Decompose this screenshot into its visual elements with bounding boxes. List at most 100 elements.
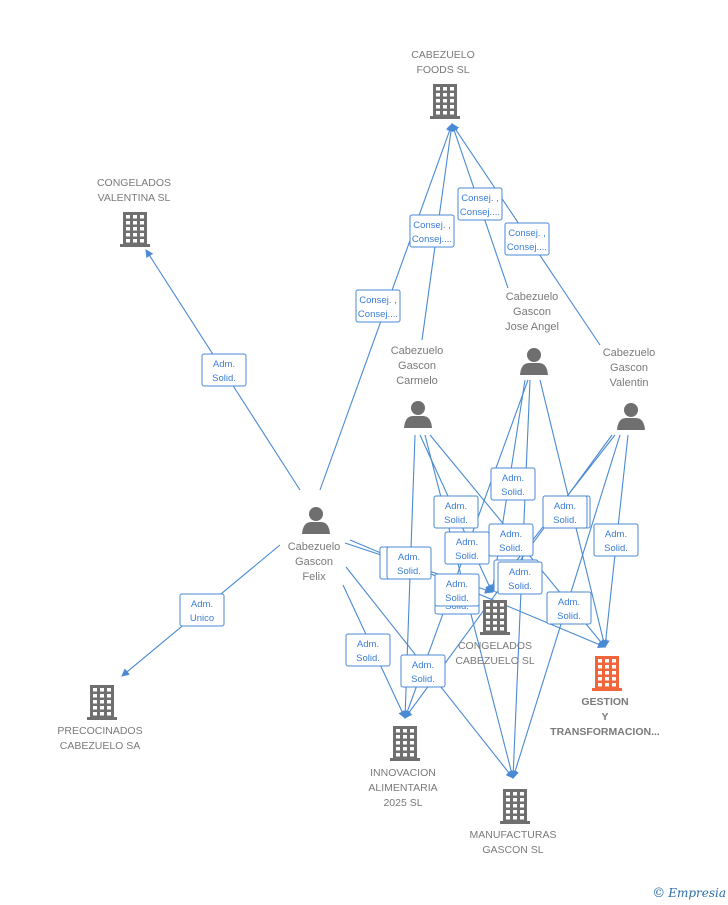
edge-label[interactable]: Adm. Solid. bbox=[434, 573, 480, 607]
node-label: GESTION bbox=[581, 696, 628, 708]
node-congelados-cabezuelo[interactable]: CONGELADOS CABEZUELO SL bbox=[455, 600, 535, 667]
node-label: Valentin bbox=[610, 377, 649, 389]
edge-label-text: Adm. bbox=[558, 597, 580, 608]
copyright-icon: © bbox=[652, 886, 666, 901]
edge-label[interactable]: Adm. Solid. bbox=[386, 546, 432, 580]
node-label: PRECOCINADOS bbox=[57, 725, 142, 737]
edge-label-text: Adm. bbox=[502, 473, 524, 484]
edge-label-text: Adm. bbox=[500, 529, 522, 540]
person-icon bbox=[302, 507, 330, 534]
edges-layer bbox=[121, 123, 629, 779]
node-label: GASCON SL bbox=[482, 844, 543, 856]
edge-label-text: Consej. , bbox=[461, 193, 499, 204]
node-label: Gascon bbox=[295, 556, 333, 568]
node-gestion[interactable]: GESTIONYTRANSFORMACION... bbox=[550, 656, 660, 738]
edge-label-text: Consej. , bbox=[413, 220, 451, 231]
edge-label-text: Consej.... bbox=[358, 309, 398, 320]
node-label: CONGELADOS bbox=[97, 177, 171, 189]
brand-name: Empresia bbox=[668, 886, 726, 900]
edge-label-text: Solid. bbox=[499, 543, 523, 554]
node-label: FOODS SL bbox=[416, 64, 469, 76]
edge-label[interactable]: Consej. , Consej.... bbox=[504, 222, 550, 256]
person-icon bbox=[404, 401, 432, 428]
edge-label[interactable]: Adm. Solid. bbox=[345, 633, 391, 667]
edge-label-text: Solid. bbox=[604, 543, 628, 554]
building-icon bbox=[390, 726, 420, 761]
edge-label[interactable]: Adm. Solid. bbox=[542, 495, 588, 529]
node-label: 2025 SL bbox=[383, 797, 422, 809]
edge-label-text: Solid. bbox=[411, 674, 435, 685]
edge-label[interactable]: Adm. Solid. bbox=[201, 353, 247, 387]
edge-label[interactable]: Consej. , Consej.... bbox=[409, 214, 455, 248]
edge-label-text: Solid. bbox=[553, 515, 577, 526]
edge-label-text: Adm. bbox=[357, 639, 379, 650]
edge-label-text: Adm. bbox=[412, 660, 434, 671]
edge-label-text: Consej.... bbox=[507, 242, 547, 253]
edge-label-text: Solid. bbox=[557, 611, 581, 622]
person-icon bbox=[520, 348, 548, 375]
edge-label-text: Solid. bbox=[508, 581, 532, 592]
node-label: VALENTINA SL bbox=[98, 192, 171, 204]
edge-label-text: Adm. bbox=[191, 599, 213, 610]
node-label: Cabezuelo bbox=[391, 345, 444, 357]
edge-label-text: Unico bbox=[190, 613, 214, 624]
node-label: CABEZUELO SA bbox=[60, 740, 141, 752]
node-label: Y bbox=[601, 711, 608, 723]
building-icon bbox=[480, 600, 510, 635]
node-precocinados[interactable]: PRECOCINADOS CABEZUELO SA bbox=[57, 685, 143, 752]
building-icon-highlighted bbox=[592, 656, 622, 691]
node-label: Jose Angel bbox=[505, 321, 559, 333]
edge-label-text: Adm. bbox=[509, 567, 531, 578]
edge-label[interactable]: Consej. , Consej.... bbox=[457, 187, 503, 221]
edge-label[interactable]: Adm. Solid. bbox=[497, 561, 543, 595]
node-label: CABEZUELO bbox=[411, 49, 475, 61]
node-label: Cabezuelo bbox=[603, 347, 656, 359]
node-label: CABEZUELO SL bbox=[455, 655, 535, 667]
edge-label-text: Adm. bbox=[445, 501, 467, 512]
edge-label-text: Adm. bbox=[398, 552, 420, 563]
edge-label-text: Consej. , bbox=[359, 295, 397, 306]
edge-label[interactable]: Adm. Solid. bbox=[546, 591, 592, 625]
node-label: Gascon bbox=[610, 362, 648, 374]
building-icon bbox=[87, 685, 117, 720]
edge-label-text: Consej.... bbox=[460, 207, 500, 218]
node-cabezuelo-foods[interactable]: CABEZUELO FOODS SL bbox=[411, 49, 475, 119]
edge-label[interactable]: Consej. , Consej.... bbox=[355, 289, 401, 323]
node-label: Cabezuelo bbox=[506, 291, 559, 303]
edge-label-text: Solid. bbox=[397, 566, 421, 577]
edge-label-text: Solid. bbox=[455, 551, 479, 562]
edge-label[interactable]: Adm. Unico bbox=[179, 593, 225, 627]
person-icon bbox=[617, 403, 645, 430]
edge-label[interactable]: Adm. Solid. bbox=[433, 495, 479, 529]
node-label: Gascon bbox=[513, 306, 551, 318]
edge-label[interactable]: Adm. Solid. bbox=[488, 523, 534, 557]
edge-label-text: Solid. bbox=[444, 515, 468, 526]
edge-label-text: Solid. bbox=[212, 373, 236, 384]
building-icon bbox=[430, 84, 460, 119]
edge-label[interactable]: Adm.Solid. bbox=[593, 523, 639, 557]
node-label: MANUFACTURAS bbox=[470, 829, 557, 841]
edge-label[interactable]: Adm.Solid. bbox=[444, 531, 490, 565]
node-manufacturas[interactable]: MANUFACTURAS GASCON SL bbox=[470, 789, 557, 856]
node-congelados-valentina[interactable]: CONGELADOS VALENTINA SL bbox=[97, 177, 171, 247]
edge-label-text: Solid. bbox=[356, 653, 380, 664]
edge-label-text: Adm. bbox=[554, 501, 576, 512]
edge-label[interactable]: Adm.Solid. bbox=[490, 467, 536, 501]
node-label: ALIMENTARIA bbox=[368, 782, 437, 794]
edge-label-text: Consej. , bbox=[508, 228, 546, 239]
edge-label-text: Consej.... bbox=[412, 234, 452, 245]
edge-label[interactable]: Adm. Solid. bbox=[400, 654, 446, 688]
edge-label-text: Solid. bbox=[445, 593, 469, 604]
node-label: CONGELADOS bbox=[458, 640, 532, 652]
building-icon bbox=[120, 212, 150, 247]
edge-label-text: Adm. bbox=[213, 359, 235, 370]
edge-label-text: Adm. bbox=[446, 579, 468, 590]
empresia-watermark[interactable]: ©Empresia bbox=[652, 886, 726, 901]
